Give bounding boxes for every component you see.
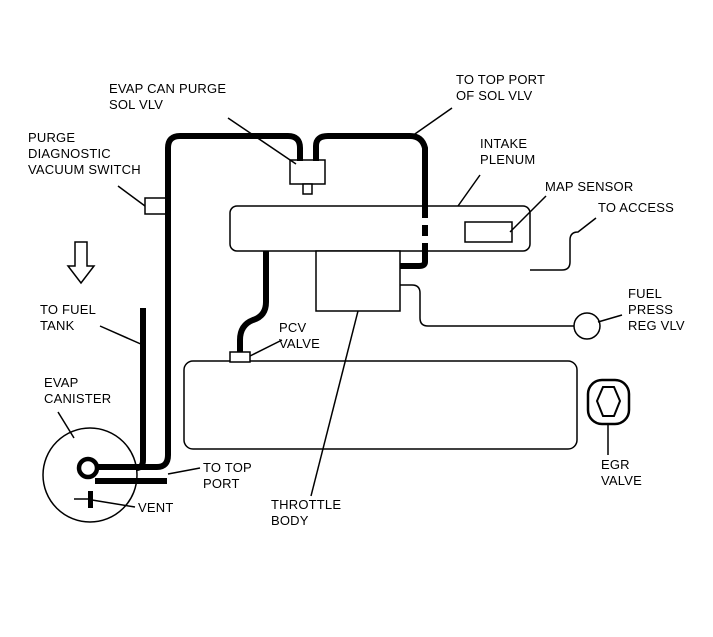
label-line: VALVE bbox=[279, 336, 320, 351]
leader-to-fuel-tank bbox=[99, 325, 144, 346]
label-to-fuel-tank: TO FUEL TANK bbox=[40, 302, 96, 334]
throttle-body bbox=[315, 250, 401, 312]
label-line: OF SOL VLV bbox=[456, 88, 533, 103]
label-line: PLENUM bbox=[480, 152, 536, 167]
hose-plenum-exit bbox=[400, 251, 428, 269]
label-line: VACUUM SWITCH bbox=[28, 162, 141, 177]
hose-solenoid-to-plenum bbox=[313, 133, 428, 207]
leader-to-top-port-sol bbox=[411, 107, 453, 137]
label-line: VENT bbox=[138, 500, 174, 515]
hose-pcv bbox=[237, 251, 269, 352]
hose-canister-to-purge-solenoid bbox=[96, 133, 303, 470]
fuel-press-reg-valve bbox=[573, 312, 601, 340]
label-line: EGR bbox=[601, 457, 630, 472]
map-sensor-to-access-line bbox=[530, 217, 597, 271]
leader-to-top-port bbox=[167, 467, 201, 475]
label-line: MAP SENSOR bbox=[545, 179, 634, 194]
evap-canister-purge-port bbox=[76, 456, 100, 480]
label-to-access: TO ACCESS bbox=[598, 200, 674, 216]
label-egr-valve: EGR VALVE bbox=[601, 457, 642, 489]
label-vent: VENT bbox=[138, 500, 173, 516]
label-pcv-valve: PCV VALVE bbox=[279, 320, 320, 352]
label-to-top-port: TO TOP PORT bbox=[203, 460, 252, 492]
leader-fuel-press bbox=[597, 314, 623, 323]
front-direction-arrow bbox=[66, 241, 96, 285]
label-line: TO TOP PORT bbox=[456, 72, 546, 87]
leader-evap-can-purge bbox=[227, 117, 297, 165]
egr-valve-inner bbox=[595, 386, 622, 417]
engine-valve-cover bbox=[183, 360, 578, 450]
vent-stem bbox=[88, 491, 93, 508]
leader-purge-switch bbox=[117, 185, 146, 207]
label-line: PURGE bbox=[28, 130, 76, 145]
purge-diagnostic-vacuum-switch bbox=[144, 197, 168, 215]
label-intake-plenum: INTAKE PLENUM bbox=[480, 136, 535, 168]
label-line: FUEL bbox=[628, 286, 663, 301]
label-line: BODY bbox=[271, 513, 309, 528]
label-line: THROTTLE bbox=[271, 497, 342, 512]
leader-map-sensor bbox=[509, 195, 547, 233]
label-line: EVAP CAN PURGE bbox=[109, 81, 227, 96]
fuel-press-reg-line bbox=[400, 284, 574, 327]
label-throttle-body: THROTTLE BODY bbox=[271, 497, 341, 529]
label-line: TO FUEL bbox=[40, 302, 97, 317]
label-line: EVAP bbox=[44, 375, 79, 390]
label-line: TO TOP bbox=[203, 460, 252, 475]
leader-vent bbox=[91, 499, 136, 508]
label-line: CANISTER bbox=[44, 391, 112, 406]
label-fuel-press-reg-vlv: FUEL PRESS REG VLV bbox=[628, 286, 685, 334]
leader-intake-plenum bbox=[457, 174, 481, 207]
label-line: REG VLV bbox=[628, 318, 685, 333]
label-line: PRESS bbox=[628, 302, 674, 317]
label-evap-can-purge-sol-vlv: EVAP CAN PURGE SOL VLV bbox=[109, 81, 226, 113]
label-line: VALVE bbox=[601, 473, 642, 488]
hose-to-fuel-tank bbox=[135, 308, 146, 471]
label-purge-diagnostic-vacuum-switch: PURGE DIAGNOSTIC VACUUM SWITCH bbox=[28, 130, 141, 178]
label-map-sensor: MAP SENSOR bbox=[545, 179, 633, 195]
label-line: INTAKE bbox=[480, 136, 528, 151]
label-line: PORT bbox=[203, 476, 240, 491]
leader-pcv bbox=[249, 339, 283, 357]
leader-throttle-body bbox=[310, 310, 359, 497]
label-line: SOL VLV bbox=[109, 97, 164, 112]
leader-evap-canister bbox=[57, 411, 75, 439]
map-sensor bbox=[464, 221, 513, 243]
label-line: PCV bbox=[279, 320, 307, 335]
purge-solenoid-nipple bbox=[302, 183, 313, 195]
label-line: TANK bbox=[40, 318, 75, 333]
label-to-top-port-of-sol-vlv: TO TOP PORT OF SOL VLV bbox=[456, 72, 545, 104]
label-evap-canister: EVAP CANISTER bbox=[44, 375, 111, 407]
pcv-valve bbox=[229, 351, 251, 363]
label-line: DIAGNOSTIC bbox=[28, 146, 111, 161]
label-line: TO ACCESS bbox=[598, 200, 674, 215]
